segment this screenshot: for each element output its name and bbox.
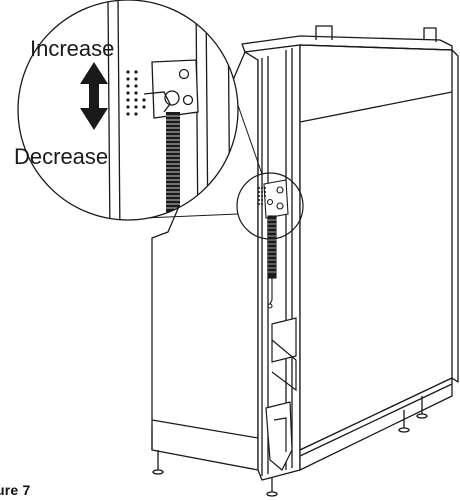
adjust-arrow bbox=[80, 62, 108, 130]
zoom-spring bbox=[166, 112, 180, 212]
zoom-bracket-hole-bottom bbox=[182, 94, 194, 106]
zoom-detail: Increase Decrease bbox=[14, 0, 239, 221]
base-inner-line bbox=[299, 383, 453, 457]
arrow-up-head bbox=[80, 62, 108, 84]
zoom-circle-bg bbox=[18, 0, 238, 220]
lower-left-edge bbox=[151, 419, 259, 439]
small-spring-coils bbox=[268, 219, 276, 273]
zoom-spring-coils bbox=[166, 115, 180, 209]
small-bracket-hole-bottom bbox=[276, 202, 284, 210]
cabinet bbox=[151, 25, 459, 481]
figure-caption: ure 7 bbox=[0, 482, 31, 498]
cabinet-base bbox=[299, 377, 453, 471]
small-bracket bbox=[263, 179, 289, 219]
zoom-bracket bbox=[151, 59, 199, 119]
zoom-rail-2 bbox=[117, 0, 121, 220]
detail-circle-small bbox=[236, 172, 304, 240]
door-panel-split bbox=[299, 91, 453, 123]
leg-front-center bbox=[266, 478, 278, 497]
small-spring bbox=[267, 215, 277, 279]
increase-label: Increase bbox=[30, 36, 114, 61]
zoom-rail-1 bbox=[107, 0, 111, 220]
cabinet-lower-details bbox=[151, 317, 297, 471]
zoom-hook-link bbox=[143, 91, 171, 113]
leg-rear-mid bbox=[416, 396, 428, 419]
decrease-label: Decrease bbox=[14, 144, 108, 169]
arrow-shaft bbox=[89, 83, 99, 109]
arrow-down-head bbox=[80, 108, 108, 130]
spring-assembly-small bbox=[258, 179, 289, 309]
latch-bracket bbox=[271, 317, 297, 363]
small-spring-anchor bbox=[267, 303, 273, 309]
zoom-bracket-hole-top bbox=[178, 68, 190, 80]
kick-plate-line bbox=[273, 417, 287, 452]
small-bracket-hole-top bbox=[276, 186, 284, 194]
small-bracket-hole-mid bbox=[266, 198, 274, 206]
top-clip-left bbox=[315, 25, 333, 40]
door-right-edge bbox=[451, 49, 459, 383]
small-adjust-holes bbox=[258, 187, 266, 205]
top-clip-right bbox=[423, 27, 437, 42]
zoom-circle-outline bbox=[17, 0, 239, 221]
door-top-edge bbox=[299, 44, 453, 51]
small-spring-hook bbox=[269, 278, 273, 305]
legs bbox=[152, 396, 428, 497]
leg-rear-right bbox=[398, 410, 410, 433]
latch-diagonal bbox=[271, 339, 297, 392]
leg-front-left bbox=[152, 450, 164, 475]
